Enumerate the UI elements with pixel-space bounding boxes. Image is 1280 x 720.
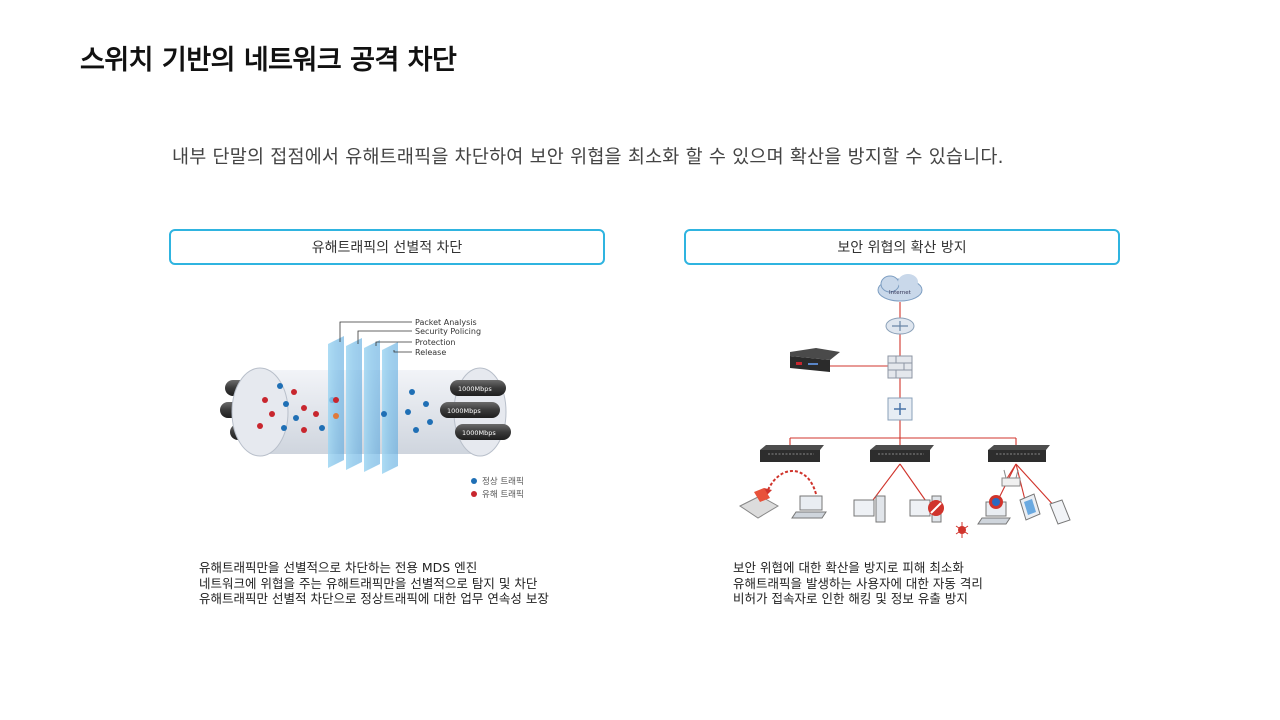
bullet-item: 유해트래픽을 발생하는 사용자에 대한 자동 격리	[733, 575, 983, 591]
legend-label: 유해 트래픽	[482, 489, 524, 500]
isolation-arrow	[767, 470, 817, 495]
access-switch-icon	[870, 445, 934, 462]
access-switch-icon	[760, 445, 824, 462]
cable	[450, 380, 506, 396]
intro-text: 내부 단말의 접점에서 유해트래픽을 차단하여 보안 위협을 최소화 할 수 있…	[172, 147, 1004, 168]
section-box-spread-prevention: 보안 위협의 확산 방지	[684, 229, 1120, 265]
bullet-item: 보안 위협에 대한 확산을 방지로 피해 최소화	[733, 560, 964, 575]
speed-label: 1000Mbps	[447, 407, 481, 415]
speed-label: 1000Mbps	[462, 429, 496, 437]
section-label: 보안 위협의 확산 방지	[837, 240, 967, 256]
security-appliance-icon	[790, 348, 840, 372]
desktop-pc-icon	[853, 495, 886, 523]
access-switch-icon	[988, 445, 1050, 462]
router-icon	[885, 317, 915, 335]
legend-normal-marker	[471, 478, 477, 484]
bullet-item: 네트워크에 위협을 주는 유해트래픽만을 선별적으로 탐지 및 차단	[199, 575, 538, 591]
internet-cloud-icon: Internet	[877, 274, 923, 302]
tube-end	[231, 367, 289, 457]
right-bullet-list: 보안 위협에 대한 확산을 방지로 피해 최소화 유해트래픽을 발생하는 사용자…	[733, 560, 1003, 607]
laptop-icon	[977, 495, 1011, 525]
process-label: Security Policing	[415, 327, 481, 336]
section-label: 유해트래픽의 선별적 차단	[311, 240, 463, 256]
svg-text:Internet: Internet	[889, 290, 912, 296]
cable	[440, 402, 500, 418]
legend-label: 정상 트래픽	[482, 476, 524, 487]
desktop-pc-icon	[909, 495, 944, 523]
filter-panel	[382, 342, 398, 474]
page-title: 스위치 기반의 네트워크 공격 차단	[80, 45, 457, 76]
malware-bug-icon	[955, 522, 969, 538]
legend-harmful-marker	[471, 491, 477, 497]
process-label: Release	[415, 348, 446, 357]
bullet-item: 비허가 접속자로 인한 해킹 및 정보 유출 방지	[733, 591, 968, 606]
firewall-icon	[887, 355, 913, 379]
traffic-filter-diagram: 1000Mbps 1000Mbps 1000Mbps	[200, 300, 560, 520]
filter-panel	[346, 338, 362, 470]
process-label: Protection	[415, 338, 455, 347]
mobile-phone-icon	[1049, 499, 1071, 525]
traffic-dots	[257, 383, 335, 433]
bullet-item: 유해트래픽만 선별적 차단으로 정상트래픽에 대한 업무 연속성 보장	[199, 591, 549, 606]
laptop-icon	[791, 495, 827, 519]
phone-icon	[739, 488, 779, 519]
cable	[455, 424, 511, 440]
filter-panel	[364, 340, 380, 472]
tablet-icon	[1019, 493, 1041, 521]
left-bullet-list: 유해트래픽만을 선별적으로 차단하는 전용 MDS 엔진 네트워크에 위협을 주…	[199, 560, 579, 607]
section-box-selective-blocking: 유해트래픽의 선별적 차단	[169, 229, 605, 265]
bullet-item: 유해트래픽만을 선별적으로 차단하는 전용 MDS 엔진	[199, 560, 478, 575]
core-switch-icon	[887, 397, 913, 421]
wifi-router-icon	[1001, 469, 1021, 487]
network-topology-diagram: Internet	[720, 268, 1100, 548]
speed-label: 1000Mbps	[458, 385, 492, 393]
process-label: Packet Analysis	[415, 318, 477, 327]
normal-traffic-dots	[381, 389, 433, 433]
